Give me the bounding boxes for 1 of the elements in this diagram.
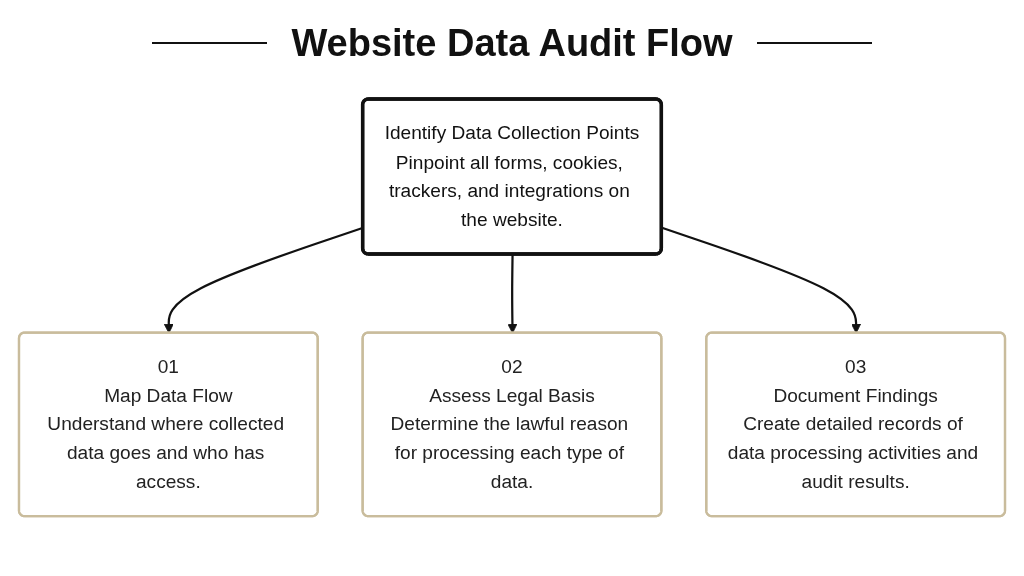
title: Website Data Audit Flow xyxy=(291,21,733,65)
